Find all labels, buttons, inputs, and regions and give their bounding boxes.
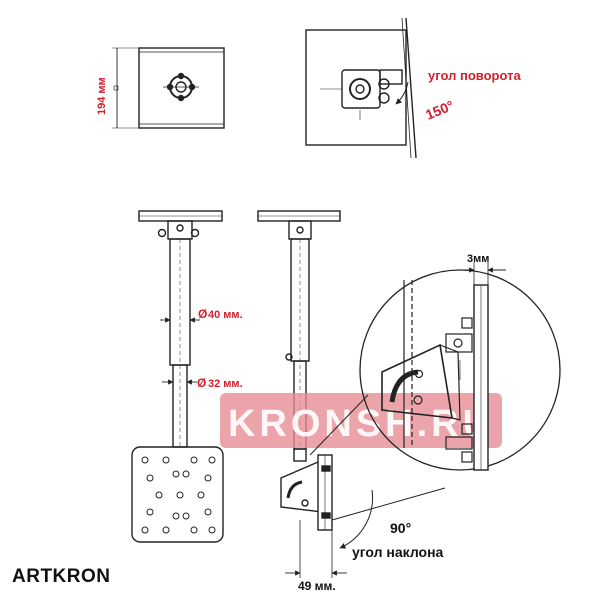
plate-height-label: 194 мм — [96, 77, 108, 115]
brand-logo: ARTKRON — [12, 566, 111, 587]
tube-lower-diameter: 32 мм. — [208, 378, 243, 390]
tilt-detail-zoom — [309, 262, 561, 521]
plate-center-hub — [163, 72, 199, 102]
mount-front-view — [131, 210, 224, 543]
gap-label: 3мм — [467, 253, 489, 265]
vesa-plate-holes — [141, 456, 216, 534]
rotation-top-view — [305, 17, 417, 159]
rotation-hub — [320, 69, 403, 120]
watermark-text: KRONSH.RU — [228, 403, 494, 445]
depth-label: 49 мм. — [298, 579, 336, 593]
diameter-symbol-upper: Ø — [198, 307, 207, 321]
diameter-symbol-lower: Ø — [197, 376, 206, 390]
ceiling-plate-top-view — [112, 47, 225, 129]
tilt-angle: 90° — [390, 520, 411, 536]
watermark: KRONSH.RU — [220, 393, 502, 448]
rotation-caption: угол поворота — [428, 68, 521, 83]
tube-upper-diameter: 40 мм. — [208, 309, 243, 321]
tilt-caption: угол наклона — [352, 544, 444, 560]
rotation-angle: 150° — [423, 97, 456, 123]
tilt-joint-small — [280, 448, 374, 578]
